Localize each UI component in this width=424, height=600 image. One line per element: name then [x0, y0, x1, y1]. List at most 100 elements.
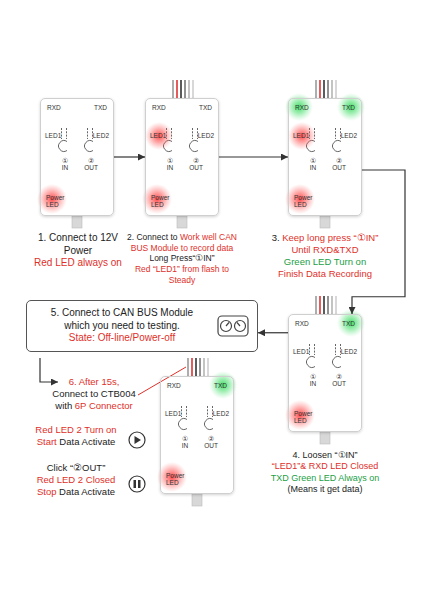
led-label: LED1 — [165, 410, 181, 417]
caption-text: 1. Connect to 12V Power — [38, 232, 118, 256]
port-label: RXD — [295, 320, 309, 327]
led-label: LED1 — [45, 132, 61, 139]
power-led-label: Power LED — [166, 472, 184, 486]
icon-ring — [129, 432, 145, 448]
button-label: ② OUT — [332, 157, 346, 171]
step-box: 5. Connect to CAN BUS Module which you n… — [26, 300, 258, 352]
caption-text: Red LED always on — [34, 257, 122, 268]
device-box: RXDTXDLED1LED2① IN② OUTPower LED — [40, 98, 114, 216]
ribbon-wires — [173, 80, 193, 98]
led-label: LED2 — [93, 132, 109, 139]
port-label: TXD — [199, 104, 212, 111]
step-text: 5. Connect to CAN BUS Module which you n… — [37, 307, 207, 332]
device-figure — [157, 358, 237, 506]
caption-line: TXD Green LED Always on — [255, 473, 395, 484]
device-figure — [285, 80, 365, 228]
caption-text: Red LED 2 Turn on — [35, 424, 116, 435]
pause-bar — [138, 480, 141, 488]
device-box: RXDTXDLED1LED2① IN② OUTPower LED — [288, 98, 362, 216]
state-text: State: Off-line/Power-off — [37, 332, 207, 345]
power-led-label: Power LED — [151, 194, 169, 208]
caption-text: TXD Green LED Always on — [271, 473, 380, 483]
led-label: LED2 — [341, 132, 357, 139]
port-label: RXD — [47, 104, 61, 111]
caption-text: 6. After 15s, — [69, 376, 120, 387]
power-led-label: Power LED — [294, 194, 312, 208]
caption-line: Long Press“①IN” — [122, 253, 242, 264]
step-caption: Red LED 2 Turn onStart Data Activate — [28, 424, 124, 448]
caption-text: Red LED 2 Closed — [37, 474, 116, 485]
led-label: LED1 — [293, 132, 309, 139]
device-figure — [37, 98, 114, 228]
caption-line: 1. Connect to 12V Power — [28, 232, 128, 257]
caption-line: Red LED 2 Closed — [28, 474, 124, 486]
button-label: ① IN — [310, 157, 317, 171]
led-label: LED2 — [198, 132, 214, 139]
button-label: ① IN — [310, 373, 317, 387]
play-icon — [129, 432, 145, 448]
step-caption: 6. After 15s,Connect to CTB004 with 6P C… — [46, 376, 142, 412]
caption-text: 2. Connect to — [127, 232, 178, 242]
power-led-glow — [142, 184, 172, 214]
caption-line: Connect to CTB004 with 6P Connector — [46, 388, 142, 412]
ribbon-wires — [316, 296, 336, 314]
power-led-glow — [157, 462, 187, 492]
flow-arrow — [219, 156, 288, 157]
gauge-frame — [218, 316, 248, 336]
caption-line: (Means it get data) — [255, 484, 395, 495]
caption-line: Red “LED1” from flash to Steady — [122, 264, 242, 285]
led-label: LED2 — [341, 348, 357, 355]
flow-arrow — [40, 358, 58, 382]
flow-arrow — [258, 332, 288, 333]
leader-line — [138, 367, 186, 395]
power-led-label: Power LED — [46, 194, 64, 208]
caption-line: Click “②OUT” — [28, 462, 124, 474]
step-caption: 2. Connect to Work well CAN BUS Module t… — [122, 232, 242, 285]
device-figure — [285, 296, 365, 444]
caption-text: Click “②OUT” — [47, 462, 106, 473]
caption-text: 6P Connector — [75, 400, 133, 411]
power-led-glow — [285, 184, 315, 214]
button-label: ② OUT — [204, 435, 218, 449]
gauge-icon — [218, 316, 248, 336]
button-label: ① IN — [62, 157, 69, 171]
step-caption: 3. Keep long press “①IN”Until RXD&TXDGre… — [257, 232, 393, 280]
pause-bar — [134, 480, 137, 488]
button-label: ② OUT — [84, 157, 98, 171]
led1-glow — [145, 122, 173, 150]
led-label: LED2 — [213, 410, 229, 417]
ribbon-wires — [188, 358, 208, 376]
caption-line: 4. Loosen “①IN” — [255, 450, 395, 461]
gauge-needle — [226, 323, 240, 327]
port-label: TXD — [342, 104, 355, 111]
caption-line: Start Data Activate — [28, 436, 124, 448]
caption-line: Stop Data Activate — [28, 486, 124, 498]
step-caption: 1. Connect to 12V PowerRed LED always on — [28, 232, 128, 270]
step-caption: Click “②OUT”Red LED 2 ClosedStop Data Ac… — [28, 462, 124, 498]
caption-text: Red “LED1” from flash to Steady — [135, 264, 229, 285]
caption-text: Stop — [37, 486, 57, 497]
flow-arrow — [114, 156, 145, 157]
power-led-glow — [285, 400, 315, 430]
caption-line: “LED1”& RXD LED Closed — [255, 461, 395, 472]
port-label: RXD — [167, 382, 181, 389]
device-box: RXDTXDLED1LED2① IN② OUTPower LED — [160, 376, 234, 494]
port-label: TXD — [214, 382, 227, 389]
device-figure — [142, 80, 219, 228]
play-triangle — [135, 436, 142, 444]
caption-line: Until RXD&TXD — [257, 244, 393, 256]
caption-line: Finish Data Recording — [257, 268, 393, 280]
caption-text: (Means it get data) — [287, 484, 362, 494]
caption-line: 6. After 15s, — [46, 376, 142, 388]
caption-text: 3. — [272, 232, 280, 243]
led-label: LED1 — [150, 132, 166, 139]
caption-text: Keep long press “①IN” — [282, 232, 378, 243]
pause-icon — [129, 476, 145, 492]
led1-glow — [288, 122, 316, 150]
led-label: LED1 — [293, 348, 309, 355]
caption-text: Finish Data Recording — [278, 268, 372, 279]
caption-text: Green LED Turn on — [284, 256, 366, 267]
device-box: RXDTXDLED1LED2① IN② OUTPower LED — [288, 314, 362, 432]
caption-text: Data Activate — [59, 486, 115, 497]
